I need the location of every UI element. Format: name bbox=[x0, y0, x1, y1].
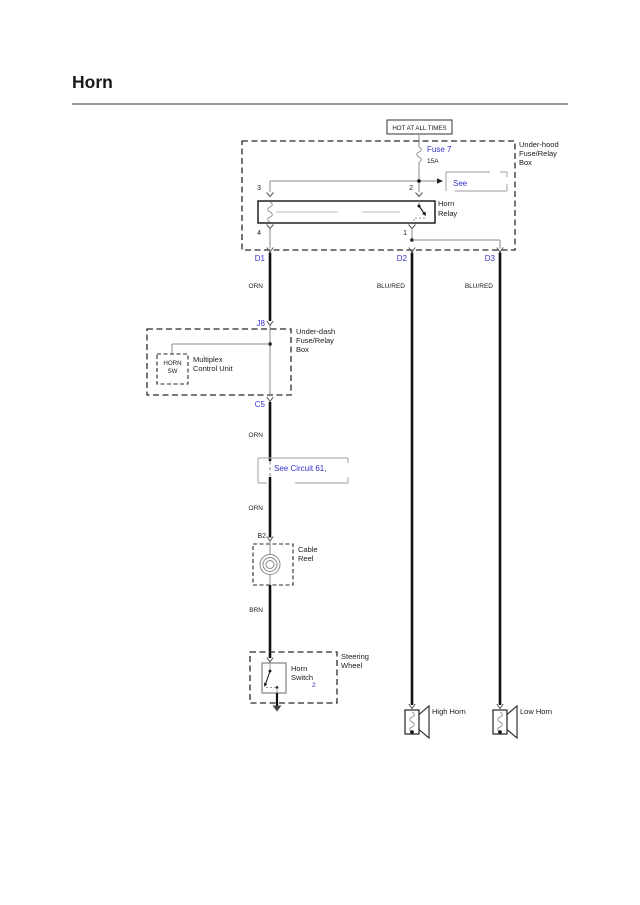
cable-reel-coil-icon bbox=[259, 554, 281, 575]
steering-wheel-box bbox=[249, 651, 338, 704]
underhood-box-label-3: Box bbox=[519, 158, 532, 167]
underdash-box-label-3: Box bbox=[296, 345, 309, 354]
relay-switch-icon bbox=[413, 201, 426, 222]
pin4-connector-icon bbox=[266, 224, 274, 230]
see-ref-link[interactable]: See bbox=[453, 179, 468, 188]
underhood-box-outline bbox=[241, 140, 516, 251]
horn-sw-box bbox=[156, 353, 189, 385]
relay-pin-label-3: 3 bbox=[257, 185, 261, 192]
cable-reel-label-2: Reel bbox=[298, 554, 314, 563]
relay-pin-label-2: 2 bbox=[409, 185, 413, 192]
underdash-box-label-2: Fuse/Relay bbox=[296, 336, 334, 345]
see-ref-box bbox=[445, 171, 508, 192]
connector-d1-label[interactable]: D1 bbox=[255, 254, 266, 263]
horn-switch-label-1: Horn bbox=[291, 664, 307, 673]
horn-sw-label-2: SW bbox=[168, 368, 178, 375]
cable-reel-box bbox=[252, 543, 294, 586]
fuse-rating-label: 15A bbox=[427, 158, 439, 165]
connector-d1-icon bbox=[266, 247, 274, 253]
ground-icon bbox=[272, 705, 282, 712]
horn-switch-connector-icon bbox=[266, 657, 274, 663]
low-horn-label: Low Horn bbox=[520, 707, 552, 716]
page-title: Horn bbox=[72, 72, 113, 92]
low-horn-connector-icon bbox=[496, 703, 504, 710]
relay-pin-label-4: 4 bbox=[257, 230, 261, 237]
arrow-right-icon bbox=[437, 178, 443, 184]
fuse7-link[interactable]: Fuse 7 bbox=[427, 145, 452, 154]
connector-j8-label[interactable]: J8 bbox=[257, 319, 266, 328]
connector-j8-icon bbox=[266, 320, 274, 327]
cable-reel-label-1: Cable bbox=[298, 545, 318, 554]
relay-pin-label-1: 1 bbox=[403, 230, 407, 237]
steering-wheel-label-2: Wheel bbox=[341, 661, 363, 670]
connector-c5-icon bbox=[266, 396, 274, 403]
circuit-ref-box bbox=[257, 457, 349, 484]
high-horn-label: High Horn bbox=[432, 707, 466, 716]
pin2-connector-icon bbox=[415, 192, 423, 198]
junction-dot bbox=[417, 179, 421, 183]
connector-d3-icon bbox=[496, 247, 504, 253]
hot-at-all-times-label: HOT AT ALL TIMES bbox=[392, 125, 446, 132]
relay-name-line2: Relay bbox=[438, 209, 457, 218]
wire-color-label: BLU/RED bbox=[377, 283, 405, 290]
underdash-box-label-1: Under-dash bbox=[296, 327, 335, 336]
underdash-box-outline bbox=[146, 328, 292, 396]
page-ref-link[interactable]: 2 bbox=[312, 682, 316, 689]
pin1-connector-icon bbox=[408, 224, 416, 230]
horn-switch-label-2: Switch bbox=[291, 673, 313, 682]
wire-color-label: BLU/RED bbox=[465, 283, 493, 290]
circuit-ref-link[interactable]: See Circuit 61, bbox=[274, 464, 326, 473]
wire-color-label: ORN bbox=[249, 432, 264, 439]
connector-b2-icon bbox=[266, 536, 274, 542]
wire-color-label: ORN bbox=[249, 505, 264, 512]
mcu-label-1: Multiplex bbox=[193, 355, 223, 364]
pin3-connector-icon bbox=[266, 192, 274, 198]
horn-switch-box bbox=[261, 662, 287, 694]
fuse-symbol-icon bbox=[416, 146, 422, 163]
connector-b2-label: B2 bbox=[257, 533, 266, 540]
high-horn-connector-icon bbox=[408, 703, 416, 710]
connector-c5-label[interactable]: C5 bbox=[255, 400, 266, 409]
wire-color-label: BRN bbox=[249, 607, 263, 614]
connector-d2-label[interactable]: D2 bbox=[397, 254, 408, 263]
mcu-label-2: Control Unit bbox=[193, 364, 234, 373]
relay-coil-icon bbox=[267, 201, 273, 223]
horn-switch-symbol-icon bbox=[263, 663, 279, 693]
horn-sw-label-1: HORN bbox=[163, 360, 181, 367]
underhood-box-label-1: Under-hood bbox=[519, 140, 559, 149]
steering-wheel-label-1: Steering bbox=[341, 652, 369, 661]
horn-relay-box bbox=[257, 200, 436, 224]
high-horn-icon bbox=[404, 704, 430, 740]
connector-d2-icon bbox=[408, 247, 416, 253]
wire-color-label: ORN bbox=[249, 283, 264, 290]
connector-d3-label[interactable]: D3 bbox=[485, 254, 496, 263]
relay-name-line1: Horn bbox=[438, 199, 454, 208]
underhood-box-label-2: Fuse/Relay bbox=[519, 149, 557, 158]
low-horn-icon bbox=[492, 704, 518, 740]
